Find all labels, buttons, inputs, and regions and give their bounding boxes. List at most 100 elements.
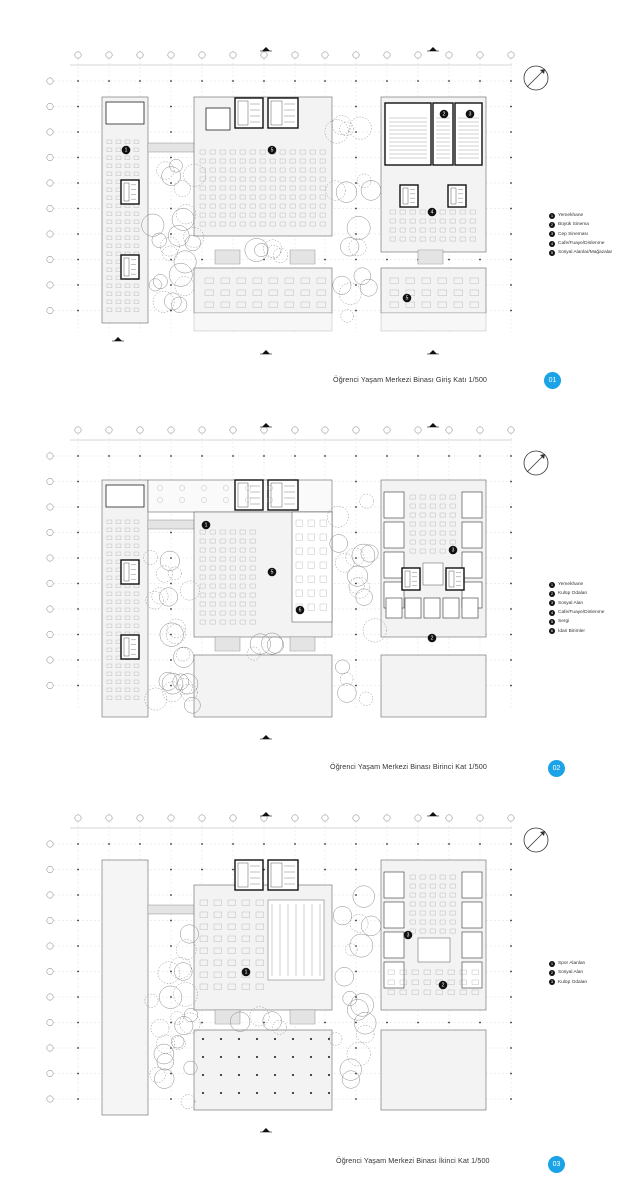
furniture-table xyxy=(220,301,230,308)
furniture-table xyxy=(209,185,216,191)
legend-number: 3 xyxy=(549,600,555,607)
tree-symbol xyxy=(328,1032,343,1046)
legend-label: Kulüp Odaları xyxy=(558,591,588,597)
column-point xyxy=(510,684,512,687)
tree-symbol xyxy=(175,939,197,960)
tree-symbol xyxy=(346,216,371,240)
column-point xyxy=(448,258,450,261)
grid-axis-bubble xyxy=(46,1070,54,1077)
furniture-table xyxy=(419,530,426,536)
tree-symbol xyxy=(355,588,373,606)
furniture-table xyxy=(449,910,456,916)
grid-axis-bubble xyxy=(291,426,299,434)
column-point xyxy=(77,633,79,636)
furniture-table xyxy=(239,592,246,598)
furniture-table xyxy=(319,212,326,218)
furniture-table xyxy=(106,259,113,264)
furniture-table xyxy=(106,235,113,240)
furniture-table xyxy=(439,919,446,925)
furniture-table xyxy=(316,289,326,296)
furniture-table xyxy=(319,603,327,611)
legend-label: Cafe/Fuaye/Dinlenme xyxy=(558,610,605,616)
tree-symbol xyxy=(168,263,193,287)
grid-axis-bubble xyxy=(46,179,54,187)
furniture-table xyxy=(309,149,316,155)
column xyxy=(220,1038,222,1040)
grid-axis-bubble xyxy=(74,426,82,434)
grid-axis-bubble xyxy=(46,103,54,110)
furniture-table xyxy=(133,291,140,296)
column xyxy=(328,1092,330,1094)
furniture-table xyxy=(419,503,426,509)
furniture-table xyxy=(269,194,276,200)
plan-number-badge-ground: 01 xyxy=(544,372,561,389)
stair-elevator-core xyxy=(401,567,421,591)
furniture-table xyxy=(241,947,250,954)
furniture-table xyxy=(389,301,399,308)
legend-number: 1 xyxy=(549,581,555,588)
tree-symbol xyxy=(151,587,169,605)
column-point xyxy=(139,455,141,457)
column-point xyxy=(77,1072,79,1075)
legend-label: Sosyal Alan xyxy=(558,600,584,606)
furniture-table xyxy=(469,236,476,242)
furniture-table xyxy=(295,533,303,541)
tree-symbol xyxy=(176,647,191,662)
furniture-table xyxy=(229,601,236,607)
furniture-table xyxy=(309,203,316,209)
furniture-table xyxy=(299,185,306,191)
furniture-table xyxy=(421,301,431,308)
column xyxy=(238,1074,240,1076)
furniture-table xyxy=(409,218,416,224)
tree-symbol xyxy=(180,580,200,601)
column-point xyxy=(139,843,141,845)
furniture-table xyxy=(399,236,406,242)
furniture-table xyxy=(439,218,446,224)
tree-symbol xyxy=(162,245,178,262)
furniture-table xyxy=(106,583,113,588)
furniture-table xyxy=(204,289,214,296)
furniture-table xyxy=(268,301,278,308)
furniture-table xyxy=(387,989,395,995)
north-arrow-icon xyxy=(540,454,545,459)
furniture-table xyxy=(471,989,479,995)
furniture-table xyxy=(133,599,140,604)
furniture-table xyxy=(409,910,416,916)
furniture-table xyxy=(227,935,236,942)
tree-symbol xyxy=(249,633,271,655)
furniture-table xyxy=(124,291,131,296)
furniture-table xyxy=(423,969,431,975)
furniture-table xyxy=(106,227,113,232)
column-point xyxy=(77,156,79,159)
grid-axis-bubble xyxy=(476,51,484,59)
tree-symbol xyxy=(183,1060,198,1075)
tree-symbol xyxy=(173,180,191,197)
tree-symbol xyxy=(349,933,374,958)
furniture-table xyxy=(220,277,230,284)
furniture-table xyxy=(239,212,246,218)
legend-number: 2 xyxy=(549,221,555,228)
tree-symbol xyxy=(156,1034,176,1054)
tree-symbol xyxy=(170,1011,184,1025)
stair-elevator-core xyxy=(120,179,140,205)
furniture-table xyxy=(255,911,264,918)
stair-elevator-core xyxy=(445,567,465,591)
furniture-table xyxy=(124,299,131,304)
furniture-table xyxy=(106,695,113,700)
column-point xyxy=(355,207,357,210)
column-point xyxy=(77,309,79,312)
tree-symbol xyxy=(325,180,346,201)
column-point xyxy=(386,1021,388,1024)
stair-elevator-core xyxy=(123,257,130,277)
furniture-table xyxy=(389,289,399,296)
tree-symbol xyxy=(180,1094,196,1109)
furniture-table xyxy=(435,989,443,995)
club-room xyxy=(461,931,483,959)
column-point xyxy=(510,633,512,636)
furniture-table xyxy=(421,289,431,296)
column xyxy=(292,1038,294,1040)
furniture-table xyxy=(106,687,113,692)
furniture-table xyxy=(279,221,286,227)
